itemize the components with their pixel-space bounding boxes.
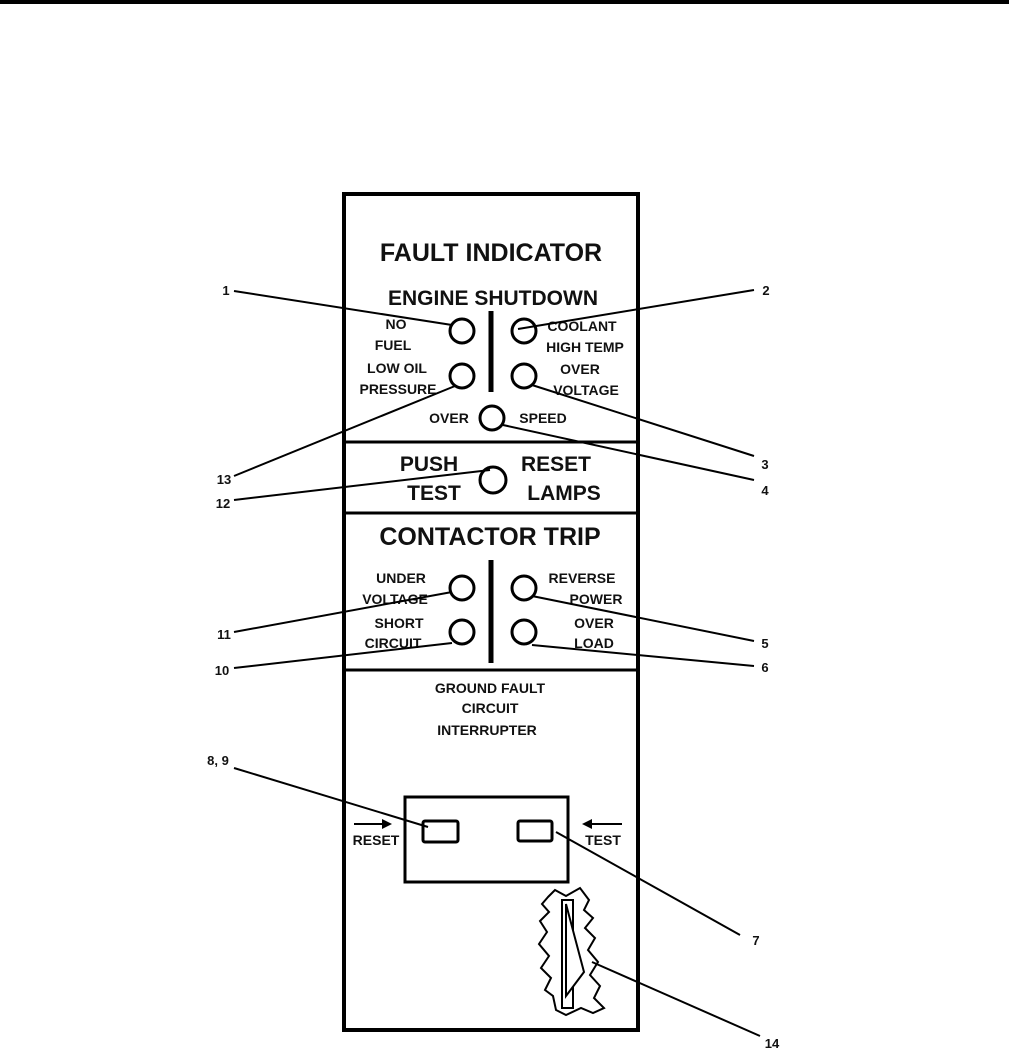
voltage-label: VOLTAGE <box>553 382 619 398</box>
high-temp-label: HIGH TEMP <box>546 339 624 355</box>
leader-3 <box>531 384 755 457</box>
over-speed-label-speed: SPEED <box>519 410 566 426</box>
gfci-reset-button[interactable] <box>421 819 460 844</box>
leader-7 <box>555 831 741 936</box>
under-voltage-label-2: VOLTAGE <box>362 591 428 607</box>
under-voltage-label: UNDER <box>376 570 426 586</box>
panel-title: FAULT INDICATOR <box>380 239 602 267</box>
no-fuel-lamp <box>448 317 476 345</box>
callout-10: 10 <box>215 663 229 678</box>
callout-12: 12 <box>216 496 230 511</box>
leader-14 <box>591 961 761 1037</box>
callout-13: 13 <box>217 472 231 487</box>
callout-4: 4 <box>761 483 769 498</box>
leader-4 <box>502 424 755 481</box>
gfci-line-2: CIRCUIT <box>462 700 519 716</box>
callout-1: 1 <box>222 283 229 298</box>
leader-11 <box>233 591 453 633</box>
gfci-reset-label: RESET <box>353 832 400 848</box>
test-label: TEST <box>407 482 461 505</box>
leader-1 <box>233 290 453 326</box>
push-test-reset-button[interactable] <box>478 465 508 495</box>
contactor-trip-heading: CONTACTOR TRIP <box>379 523 600 551</box>
reverse-label: REVERSE <box>549 570 616 586</box>
callout-11: 11 <box>217 627 231 642</box>
over-load-lamp <box>510 618 538 646</box>
reset-arrowhead-icon <box>382 819 392 829</box>
power-label: POWER <box>570 591 623 607</box>
top-rule <box>0 0 1009 4</box>
short-circuit-lamp <box>448 618 476 646</box>
callout-6: 6 <box>761 660 768 675</box>
pressure-label: PRESSURE <box>359 381 436 397</box>
coolant-high-temp-lamp <box>510 317 538 345</box>
leader-10 <box>233 642 453 669</box>
leader-2 <box>517 289 755 330</box>
gfci-test-label: TEST <box>585 832 621 848</box>
test-arrowhead-icon <box>582 819 592 829</box>
callout-7: 7 <box>752 933 759 948</box>
over-voltage-label: OVER <box>560 361 600 377</box>
short-circuit-label-2: CIRCUIT <box>365 635 422 651</box>
gfci-test-button[interactable] <box>516 819 554 843</box>
leader-13 <box>233 385 456 477</box>
under-voltage-lamp <box>448 574 476 602</box>
low-oil-label: LOW OIL <box>367 360 427 376</box>
gfci-line-1: GROUND FAULT <box>435 680 546 696</box>
over-voltage-lamp <box>510 362 538 390</box>
over-load-label: OVER <box>574 615 614 631</box>
short-circuit-label: SHORT <box>375 615 424 631</box>
over-speed-lamp <box>478 404 506 432</box>
reverse-power-lamp <box>510 574 538 602</box>
no-fuel-label-2: FUEL <box>375 337 412 353</box>
reset-label: RESET <box>521 453 591 476</box>
lamps-label: LAMPS <box>527 482 601 505</box>
leader-6 <box>531 644 755 667</box>
push-label: PUSH <box>400 453 458 476</box>
over-speed-label-over: OVER <box>429 410 469 426</box>
load-label: LOAD <box>574 635 614 651</box>
leader-12 <box>233 469 491 501</box>
callout-14: 14 <box>765 1036 780 1051</box>
callout-8-9: 8, 9 <box>207 753 229 768</box>
leader-5 <box>531 595 755 642</box>
gfci-line-3: INTERRUPTER <box>437 722 537 738</box>
leader-8-9 <box>233 767 429 828</box>
no-fuel-label: NO <box>386 316 407 332</box>
callout-5: 5 <box>761 636 768 651</box>
coolant-label: COOLANT <box>547 318 617 334</box>
engine-shutdown-heading: ENGINE SHUTDOWN <box>388 287 598 310</box>
breaker-switch-icon <box>565 903 586 999</box>
low-oil-pressure-lamp <box>448 362 476 390</box>
callout-2: 2 <box>762 283 769 298</box>
callout-3: 3 <box>761 457 768 472</box>
